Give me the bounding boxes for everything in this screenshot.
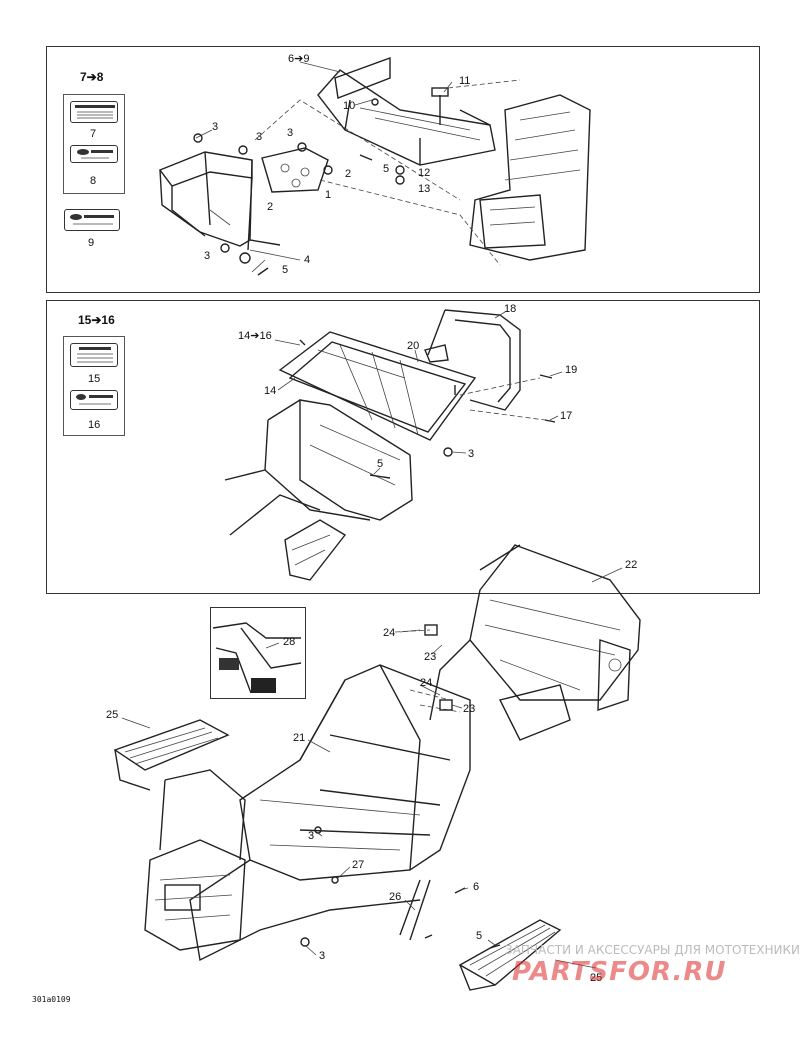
callout-3-frame-b: 3 [319,950,326,962]
callout-18: 18 [504,303,517,315]
callout-4: 4 [304,254,311,266]
label-group-header-15-16: 15➔16 [78,313,115,327]
label-card-15-16: 15 16 [63,336,125,436]
label-card-7-8: 7 8 [63,94,125,194]
watermark-logo: PARTSFOR.RU [512,957,727,987]
callout-22: 22 [625,559,638,571]
callout-3-a: 3 [212,121,219,133]
callout-27: 27 [352,859,365,871]
detail-inset [210,607,306,699]
callout-6: 6 [473,881,480,893]
callout-24-a: 24 [383,627,396,639]
label-group-header-7-8: 7➔8 [80,70,104,84]
callout-7: 7 [90,128,97,140]
front-rack-drawing [158,57,591,276]
callout-9: 9 [88,237,95,249]
drawing-code: 301a0109 [32,995,71,1004]
rear-rack-panel [46,300,760,594]
callout-6-9: 6➔9 [288,53,310,65]
front-rack-panel [46,46,760,293]
callout-26: 26 [389,891,402,903]
callout-1: 1 [325,189,332,201]
callout-25-b: 25 [590,972,603,984]
callout-25-a: 25 [106,709,119,721]
callout-5-a: 5 [383,163,390,175]
callout-20: 20 [407,340,420,352]
callout-14: 14 [264,385,277,397]
callout-23-a: 23 [424,651,437,663]
callout-3-b: 3 [256,131,263,143]
callout-28: 28 [283,636,296,648]
callout-14-16: 14➔16 [238,330,272,342]
callout-15: 15 [88,373,101,385]
callout-3-rear: 3 [468,448,475,460]
warning-label-9 [64,209,120,231]
callout-5-b: 5 [282,264,289,276]
callout-24-b: 24 [420,677,433,689]
callout-3-c: 3 [287,127,294,139]
callout-23-b: 23 [463,703,476,715]
callout-13: 13 [418,183,431,195]
callout-19: 19 [565,364,578,376]
callout-2-b: 2 [267,201,274,213]
callout-3-frame-a: 3 [308,830,315,842]
callout-8: 8 [90,175,97,187]
warning-label-15 [70,343,118,367]
callout-21: 21 [293,732,306,744]
rear-rack-drawing [224,309,563,581]
watermark-text: ЗАПЧАСТИ И АКСЕССУАРЫ ДЛЯ МОТОТЕХНИКИ [505,943,800,957]
warning-label-16 [70,390,118,410]
warning-label-8 [70,145,118,163]
warning-label-7 [70,101,118,123]
callout-17: 17 [560,410,573,422]
callout-5-frame: 5 [476,930,483,942]
callout-12: 12 [418,167,431,179]
callout-16: 16 [88,419,101,431]
callout-2-a: 2 [345,168,352,180]
callout-10: 10 [343,100,356,112]
callout-5-rear: 5 [377,458,384,470]
callout-11: 11 [459,75,471,87]
callout-3-d: 3 [204,250,211,262]
